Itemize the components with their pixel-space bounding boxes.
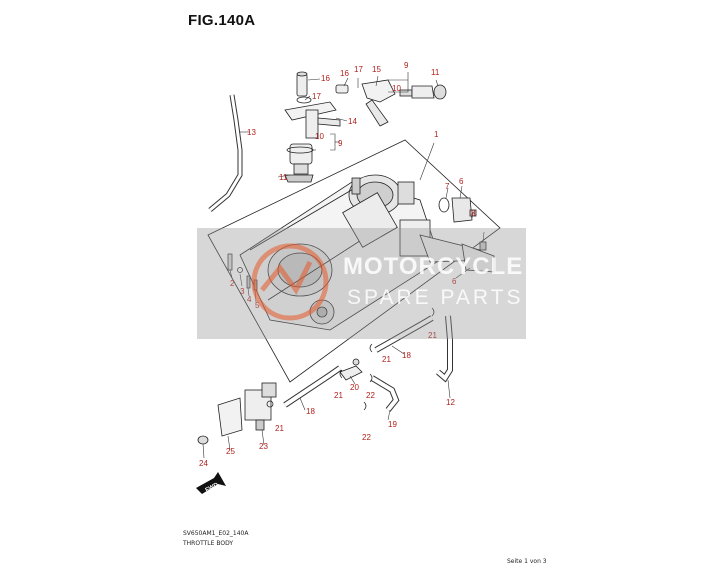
- callout-20: 20: [350, 383, 359, 392]
- bracket-25: [217, 397, 243, 437]
- page-indicator: Seite 1 von 3: [507, 558, 547, 565]
- watermark-subtitle: SPARE PARTS: [347, 286, 524, 309]
- callout-21-mid: 21: [382, 355, 391, 364]
- callout-11-upper: 11: [431, 68, 440, 77]
- callout-14: 14: [348, 117, 357, 126]
- callout-24: 24: [199, 459, 208, 468]
- callout-21-left: 21: [275, 424, 284, 433]
- callout-23: 23: [259, 442, 268, 451]
- callout-6-lower: 6: [452, 277, 457, 286]
- callout-6-upper: 6: [459, 177, 464, 186]
- callout-25: 25: [226, 447, 235, 456]
- callout-2: 2: [230, 279, 235, 288]
- callout-22-upper: 22: [366, 391, 375, 400]
- callout-5: 5: [255, 301, 260, 310]
- callout-22-lower: 22: [362, 433, 371, 442]
- callout-10-lower: 10: [315, 132, 324, 141]
- drawing-name: THROTTLE BODY: [183, 540, 234, 547]
- injector-assembly: [284, 71, 341, 183]
- callout-18-upper: 18: [402, 351, 411, 360]
- figure-title: FIG.140A: [188, 12, 256, 29]
- callout-18-lower: 18: [306, 407, 315, 416]
- callout-13: 13: [247, 128, 256, 137]
- callout-7: 7: [445, 182, 450, 191]
- callout-17-left: 17: [312, 92, 321, 101]
- callout-16-right: 16: [340, 69, 349, 78]
- assembly-frame: [207, 139, 501, 383]
- callout-4: 4: [247, 295, 252, 304]
- callout-1: 1: [434, 130, 439, 139]
- callout-19: 19: [388, 420, 397, 429]
- callout-3: 3: [240, 287, 245, 296]
- callout-11-lower: 11: [279, 173, 288, 182]
- callout-labels: 1 2 3 4 5 6 6 7 8 9 9 10 10 11 11 12 13 …: [199, 61, 476, 468]
- callout-9-upper: 9: [404, 61, 409, 70]
- drawing-code: SV650AM1_E02_140A: [183, 530, 249, 537]
- callout-15: 15: [372, 65, 381, 74]
- leader-lines: [202, 72, 485, 459]
- callout-10-upper: 10: [392, 84, 401, 93]
- callout-16-left: 16: [321, 74, 330, 83]
- callout-12: 12: [446, 398, 455, 407]
- joint-20: [339, 358, 363, 381]
- callout-9-lower: 9: [338, 139, 343, 148]
- solenoid-valve-23: [244, 382, 277, 431]
- upper-fitting-assembly: [335, 79, 447, 127]
- callout-8: 8: [471, 209, 476, 218]
- watermark-title: MOTORCYCLE: [343, 253, 524, 280]
- fwd-arrow: [196, 472, 226, 494]
- callout-17-right: 17: [354, 65, 363, 74]
- callout-21-right: 21: [428, 331, 437, 340]
- callout-21-center: 21: [334, 391, 343, 400]
